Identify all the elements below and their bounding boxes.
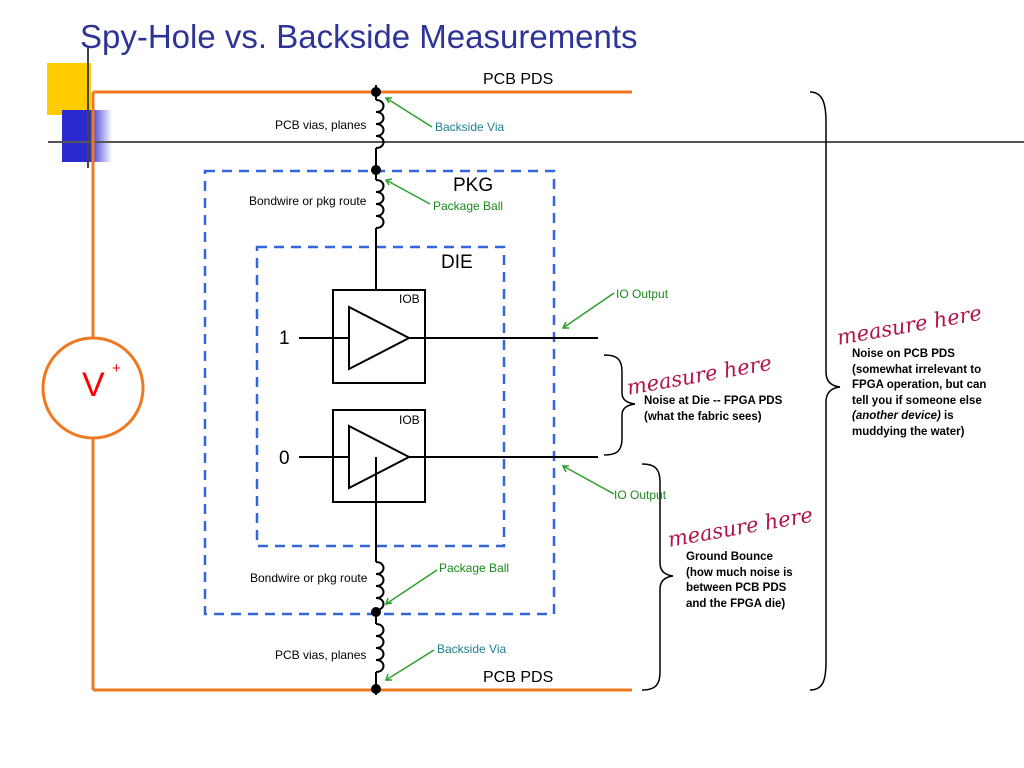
note-line: between PCB PDS [686,582,787,594]
brace-pcb-noise [809,91,841,691]
note-line: tell you if someone else [852,394,982,407]
power-path [375,85,385,695]
brace-die-noise [603,354,636,456]
deco-yellow-square [47,63,91,115]
pkg-box [203,169,556,616]
io-output-top-label: IO Output [616,287,669,301]
after-italic-text: is [940,410,954,422]
inductor-pkg-bottom [375,561,385,611]
note-line: (how much noise is [686,566,793,579]
braces [603,91,841,691]
voltage-source-plus: + [112,360,121,377]
inductor-pkg-top [375,179,385,229]
io-output-bottom-label: IO Output [614,488,667,502]
bondwire-bottom-label: Bondwire or pkg route [250,571,368,585]
pcb-pds-top-label: PCB PDS [483,71,554,88]
pcb-vias-top-label: PCB vias, planes [275,118,367,132]
pcb-pds-bottom-label: PCB PDS [483,669,554,686]
note-line-italic: (another device) is [852,409,986,425]
voltage-source-circle [41,336,145,440]
note-line: Ground Bounce [686,551,773,563]
package-ball-top-label: Package Ball [433,199,504,213]
backside-via-bottom-label: Backside Via [437,642,507,656]
bondwire-top-label: Bondwire or pkg route [249,194,367,208]
note-line: Noise on PCB PDS [852,348,955,360]
input-1-label: 1 [279,328,290,349]
brace-ground-bounce [641,463,674,691]
iob-bottom [299,409,598,503]
pcb-rails [41,90,632,692]
slide-title: Spy-Hole vs. Backside Measurements [80,18,638,55]
note-line: FPGA operation, but can [852,379,987,391]
backside-via-top-label: Backside Via [435,120,505,134]
iob-bottom-label: IOB [399,413,420,427]
die-box [255,245,506,548]
iob-top [299,289,598,384]
note-line: (somewhat irrelevant to [852,363,982,376]
note-die-noise: Noise at Die -- FPGA PDS (what the fabri… [644,394,782,425]
voltage-source-label: V [82,366,105,404]
note-line: Noise at Die -- FPGA PDS [644,395,783,407]
italic-text: (another device) [852,410,941,422]
junction-dot [371,684,381,694]
note-pcb-noise: Noise on PCB PDS (somewhat irrelevant to… [852,347,986,440]
pcb-vias-bottom-label: PCB vias, planes [275,648,367,662]
callout-arrows [384,97,615,681]
die-label: DIE [441,252,473,273]
input-0-label: 0 [279,448,290,469]
iob-top-label: IOB [399,292,420,306]
junction-dot [371,87,381,97]
note-line: and the FPGA die) [686,597,786,610]
pkg-label: PKG [453,175,494,196]
buffer-top [348,305,412,371]
note-line: (what the fabric sees) [644,410,762,423]
junction-dots [371,87,381,694]
buffer-bottom [348,424,412,490]
junction-dot [371,607,381,617]
inductor-pcb-top [375,99,385,149]
inductor-pcb-bottom [375,623,385,673]
junction-dot [371,165,381,175]
note-line: muddying the water) [852,425,965,438]
note-ground-bounce: Ground Bounce (how much noise is between… [686,550,793,612]
package-ball-bottom-label: Package Ball [439,561,510,575]
